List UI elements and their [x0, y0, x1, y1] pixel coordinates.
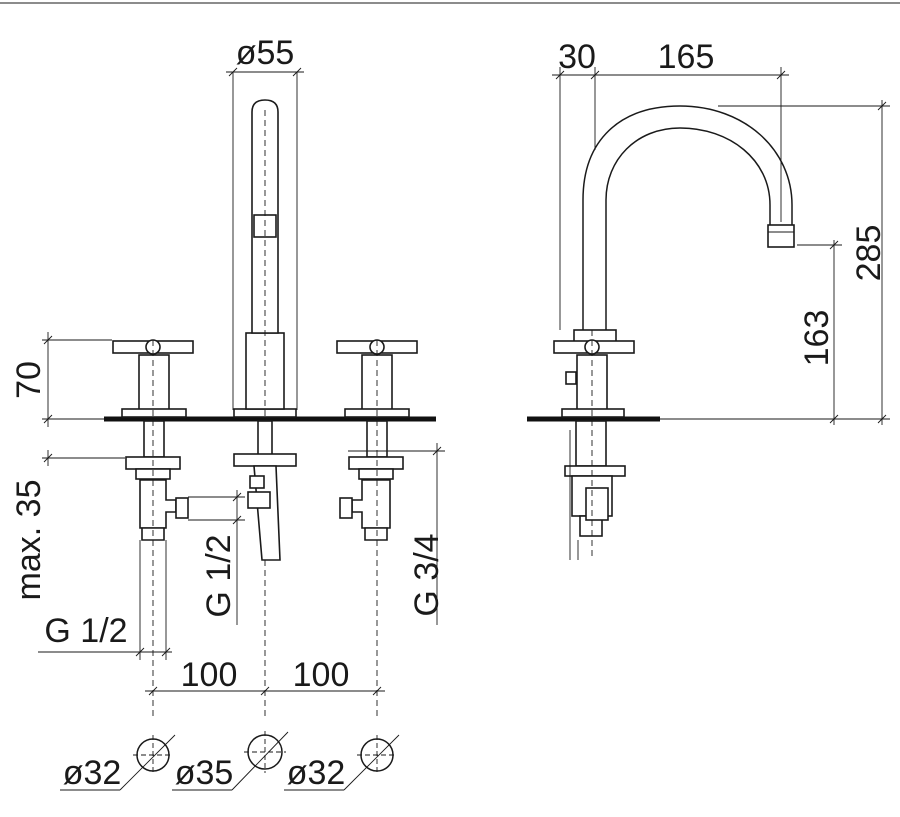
dim-label-total-height: 285: [850, 225, 888, 282]
dim-label-valve-thread: G 1/2: [44, 612, 127, 650]
side-view: 30 165 285 163: [527, 38, 890, 560]
dim-label-handle-height: 70: [10, 361, 48, 399]
right-valve: [336, 339, 418, 720]
dim-side-horizontal: 30 165: [552, 38, 789, 330]
dim-supply-thread: G 3/4: [348, 443, 446, 625]
left-hole: ø32: [60, 734, 176, 792]
dim-valve-thread: G 1/2: [38, 540, 172, 660]
dim-spout-diameter: ø55: [226, 34, 304, 410]
dim-label-left-hole: ø32: [63, 754, 122, 792]
dim-max-deck-thickness: max. 35: [10, 450, 125, 600]
dim-spout-thread: G 1/2: [188, 490, 245, 625]
dim-side-vertical: 285 163: [660, 100, 890, 425]
side-valve-body: [553, 329, 635, 560]
center-spout: [233, 99, 297, 561]
dim-label-left-spacing: 100: [181, 656, 238, 694]
dim-label-spout-diameter: ø55: [236, 34, 295, 72]
dim-label-outlet-height: 163: [798, 310, 836, 367]
dim-label-spout-thread: G 1/2: [200, 534, 238, 617]
right-hole: ø32: [284, 734, 400, 792]
dim-label-reach: 165: [658, 38, 715, 76]
side-spout: [582, 105, 795, 330]
dim-label-offset: 30: [558, 38, 596, 76]
deck-holes: ø32 ø35 ø32: [60, 731, 400, 792]
dim-label-max-deck-thickness: max. 35: [10, 480, 48, 601]
dim-handle-height: 70: [10, 332, 112, 427]
front-view: ø55 70 max. 35 G 1/2: [10, 34, 446, 720]
center-hole: ø35: [172, 731, 289, 792]
dim-label-right-hole: ø32: [287, 754, 346, 792]
dim-label-supply-thread: G 3/4: [408, 533, 446, 616]
dim-hole-spacing: 100 100: [145, 560, 385, 720]
left-valve: [112, 339, 194, 720]
dim-label-center-hole: ø35: [175, 754, 234, 792]
dim-label-right-spacing: 100: [293, 656, 350, 694]
